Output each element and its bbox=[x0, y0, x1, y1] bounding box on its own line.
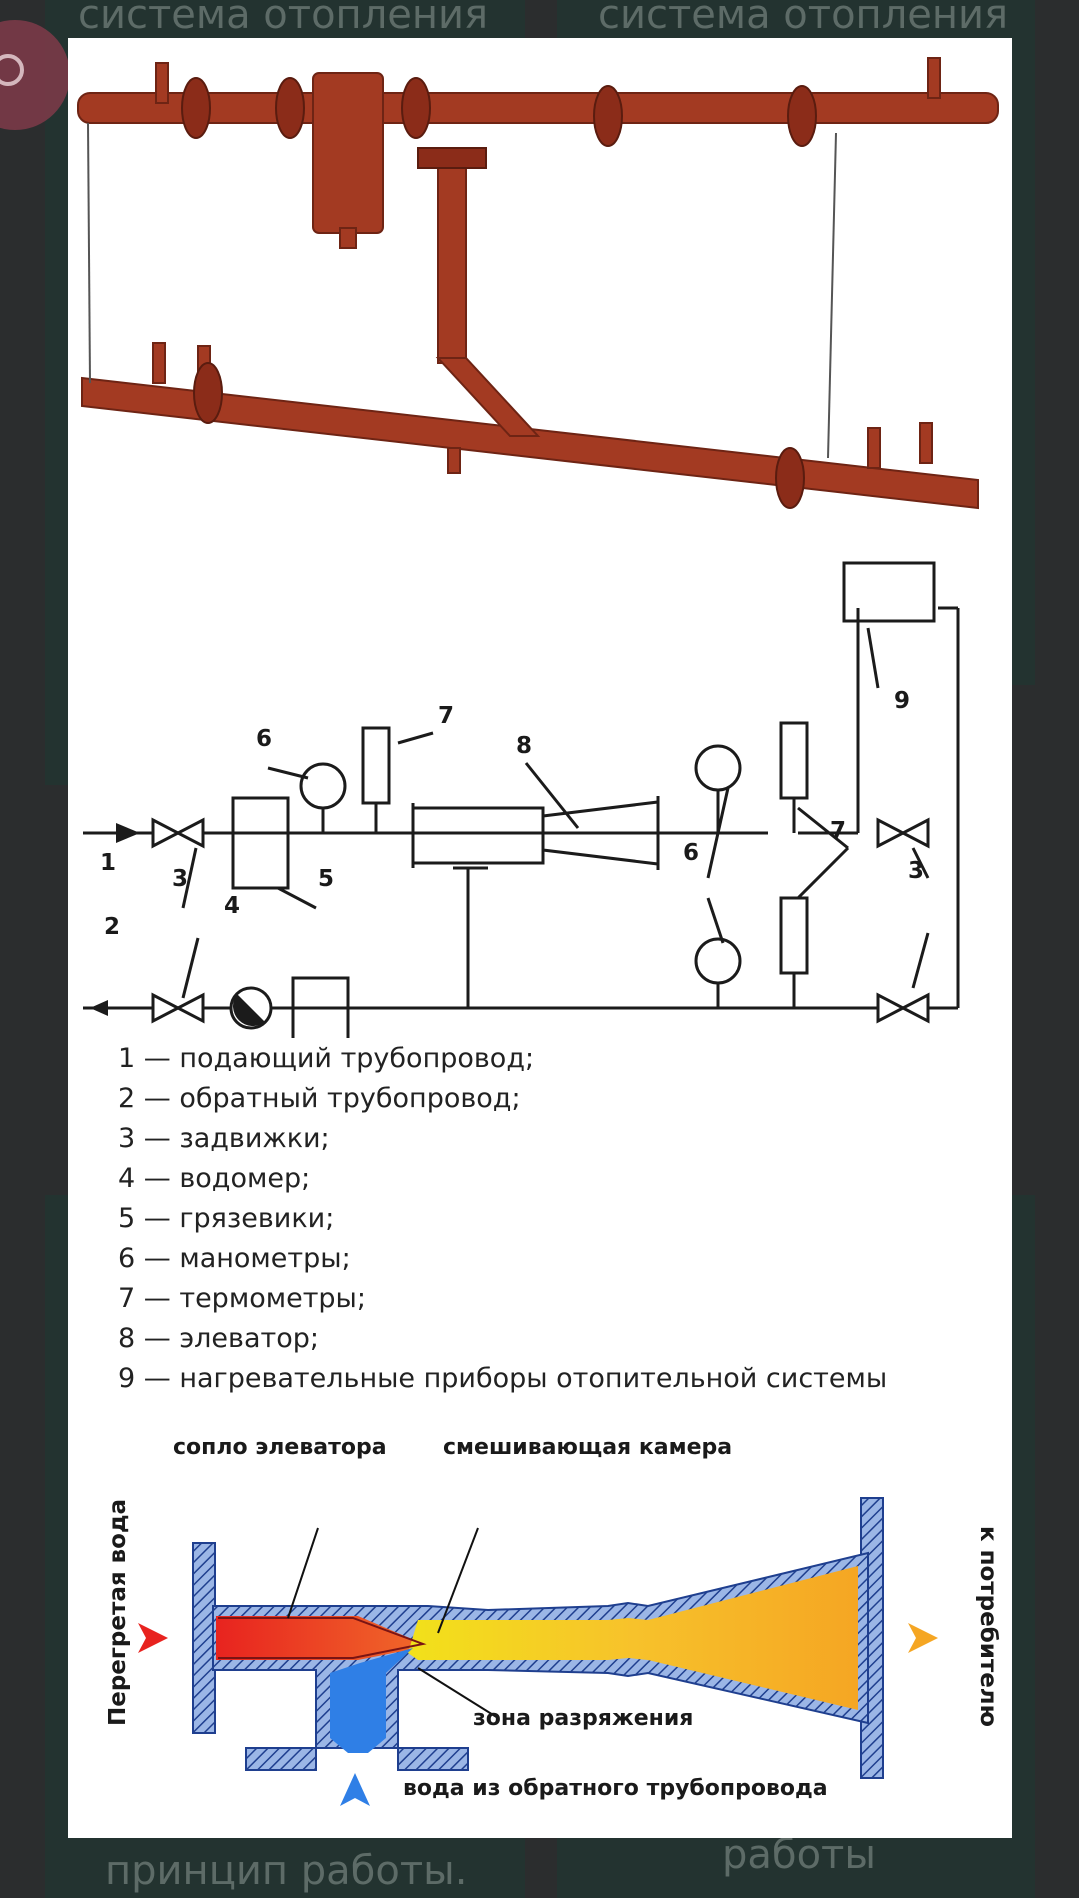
tile-title-bottom-right: работы bbox=[722, 1832, 876, 1878]
tile-title-top-left: система отопления bbox=[78, 0, 489, 38]
heating-unit-scheme bbox=[83, 561, 960, 1038]
scheme-number-2: 2 bbox=[104, 914, 121, 940]
scheme-number-4: 4 bbox=[224, 893, 241, 919]
legend-item-9: 9 — нагревательные приборы отопительной … bbox=[118, 1363, 888, 1394]
elevator-unit-3d-illustration bbox=[77, 57, 999, 510]
legend-item-4: 4 — водомер; bbox=[118, 1163, 311, 1194]
scheme-number-9: 9 bbox=[894, 688, 911, 714]
elevator-cross-section bbox=[138, 1497, 938, 1806]
legend-item-8: 8 — элеватор; bbox=[118, 1323, 319, 1354]
search-icon bbox=[0, 54, 24, 86]
search-button[interactable] bbox=[0, 20, 70, 130]
scheme-number-8: 8 bbox=[516, 733, 533, 759]
legend-item-2: 2 — обратный трубопровод; bbox=[118, 1083, 521, 1114]
tile-title-top-right: система отопления bbox=[598, 0, 1009, 38]
nozzle-label: сопло элеватора bbox=[173, 1435, 387, 1460]
scheme-number-7-right: 7 bbox=[830, 818, 847, 844]
inlet-water-label: Перегретая вода bbox=[105, 1498, 131, 1726]
scheme-number-3-right: 3 bbox=[908, 858, 925, 884]
legend-item-1: 1 — подающий трубопровод; bbox=[118, 1043, 535, 1074]
scheme-number-3-left: 3 bbox=[172, 866, 189, 892]
return-water-label: вода из обратного трубопровода bbox=[403, 1776, 828, 1801]
vacuum-zone-label: зона разряжения bbox=[473, 1706, 694, 1731]
scheme-number-1: 1 bbox=[100, 850, 117, 876]
legend-item-3: 3 — задвижки; bbox=[118, 1123, 330, 1154]
legend-item-7: 7 — термометры; bbox=[118, 1283, 366, 1314]
scheme-number-7-left: 7 bbox=[438, 703, 455, 729]
legend-item-6: 6 — манометры; bbox=[118, 1243, 351, 1274]
image-card: 1 2 3 3 4 5 6 6 7 7 8 9 1 — подающий тру… bbox=[68, 38, 1012, 1838]
scheme-number-6-right: 6 bbox=[683, 840, 700, 866]
legend-item-5: 5 — грязевики; bbox=[118, 1203, 335, 1234]
mixing-chamber-label: смешивающая камера bbox=[443, 1435, 733, 1460]
to-consumer-label: к потребителю bbox=[975, 1526, 1001, 1728]
scheme-number-6-left: 6 bbox=[256, 726, 273, 752]
scheme-number-5-top: 5 bbox=[318, 866, 335, 892]
tile-title-bottom-left: принцип работы. bbox=[105, 1848, 468, 1894]
